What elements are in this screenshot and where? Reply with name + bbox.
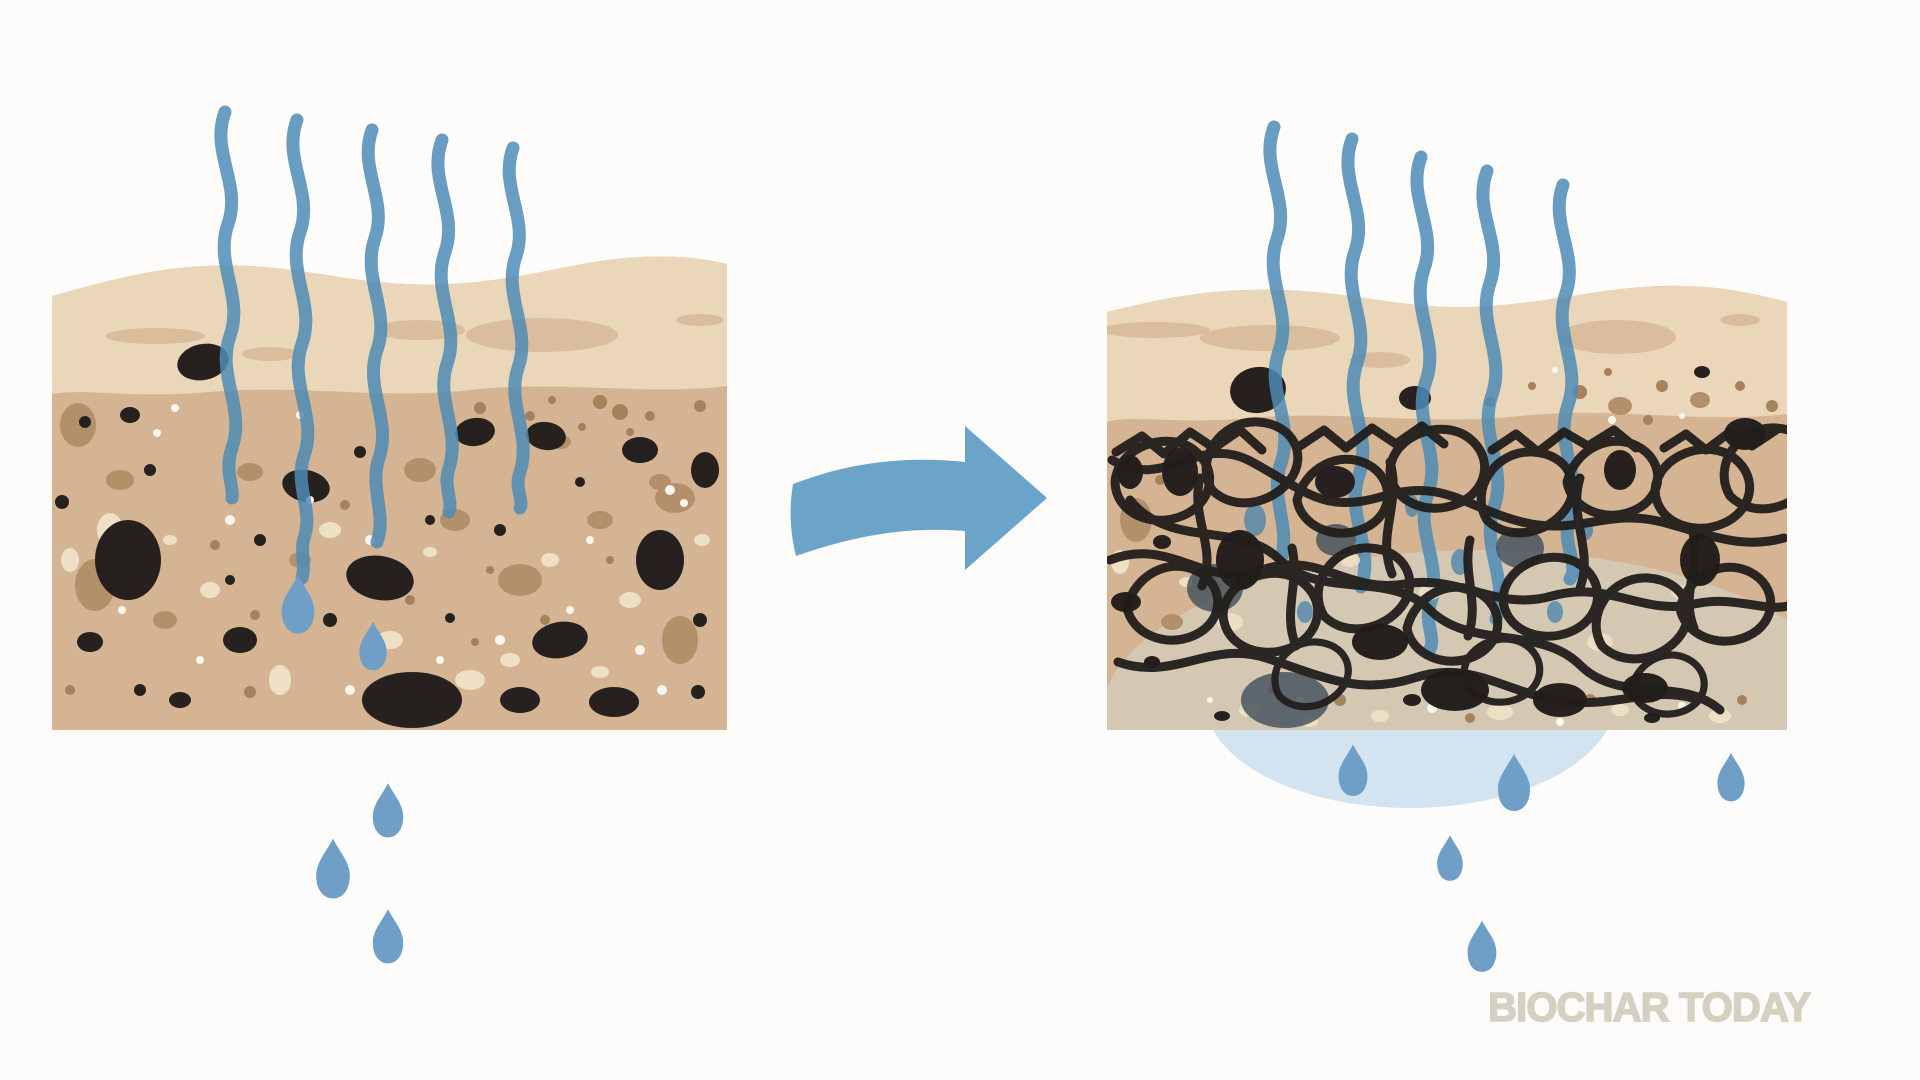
water-droplet (316, 838, 350, 899)
water-droplet (1437, 835, 1463, 881)
evaporation-line (1476, 164, 1507, 626)
biochar-network (1107, 422, 1787, 714)
transform-arrow (790, 426, 1047, 570)
evaporation-line (1341, 132, 1372, 594)
left-white-specks (118, 404, 688, 695)
left-evaporation-lines (214, 105, 530, 585)
left-surface-smudges (105, 314, 724, 361)
left-soil-panel (52, 105, 727, 964)
left-black-pebbles (55, 343, 719, 728)
evaporation-line (361, 123, 389, 549)
left-drainage-droplets (316, 783, 404, 964)
water-droplet (372, 909, 404, 964)
watermark-text: BIOCHAR TODAY (1487, 983, 1812, 1031)
right-topsoil-band (1107, 285, 1787, 422)
evaporation-line (502, 141, 530, 515)
water-droplet (1467, 920, 1497, 972)
left-brown-dots (65, 395, 706, 698)
evaporation-line (286, 113, 315, 585)
right-arrow-icon (790, 426, 1047, 570)
right-soil-panel (1107, 120, 1787, 972)
evaporation-line (431, 133, 459, 519)
water-droplet (1717, 752, 1745, 802)
water-droplet (372, 783, 404, 838)
left-brown-pebbles (60, 403, 698, 664)
evaporation-line (214, 105, 243, 505)
